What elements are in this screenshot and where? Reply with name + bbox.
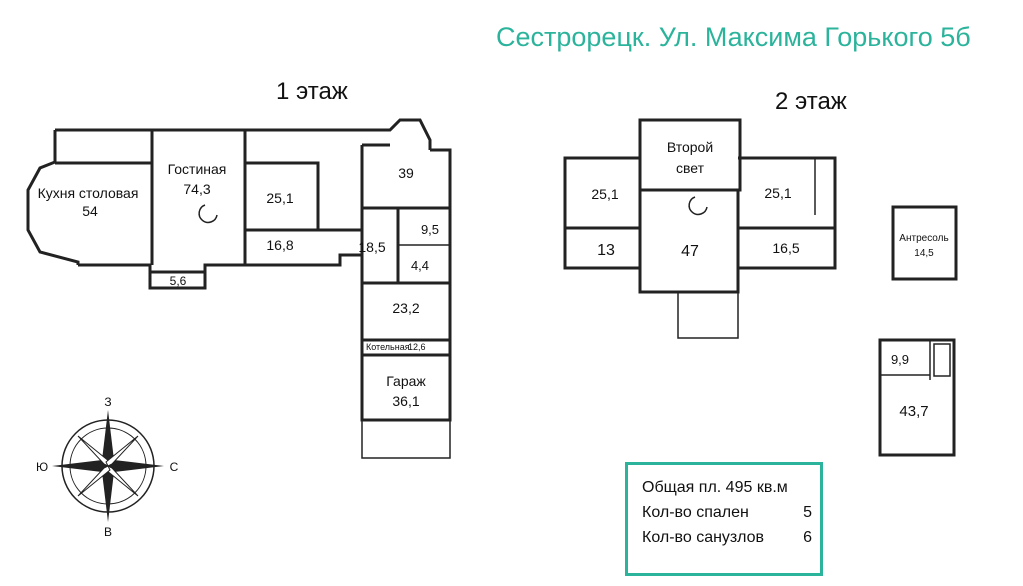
room-f2-47: 47 [681,243,699,260]
compass-south: Ю [36,460,48,474]
floor2-label: 2 этаж [775,88,847,115]
mezzanine-name: Антресоль [899,233,948,244]
room-f2-25-right: 25,1 [764,185,791,201]
page-title: Сестрорецк. Ул. Максима Горького 5б [496,22,971,52]
room-second-light-area: свет [676,160,705,176]
room-f2-25-left: 25,1 [591,186,618,202]
summary-bedrooms-label: Кол-во спален [642,504,749,521]
compass-east: В [104,525,112,539]
room-18-5-area: 18,5 [358,239,385,255]
room-boiler-area: 12,6 [408,342,426,352]
summary-total-row: Общая пл. 495 кв.м [642,479,812,504]
room-23-2-area: 23,2 [392,300,419,316]
annex-walls [878,338,956,457]
room-4-4-area: 4,4 [411,258,429,273]
summary-bedrooms-row: Кол-во спален 5 [642,504,812,529]
summary-total: Общая пл. 495 кв.м [642,479,788,496]
room-kitchen-area: 54 [82,203,98,219]
room-living-name: Гостиная [168,161,227,177]
room-second-light-name: Второй [667,139,713,155]
room-f2-16-5: 16,5 [772,240,799,256]
room-f2-13: 13 [597,242,615,259]
room-25-area: 25,1 [266,190,293,206]
annex-43-7: 43,7 [899,403,928,420]
compass-north: С [170,460,179,474]
room-garage-name: Гараж [386,373,426,389]
room-garage-area: 36,1 [392,393,419,409]
mezzanine-area: 14,5 [914,248,934,259]
floor2-walls [563,118,837,339]
room-39-area: 39 [398,165,414,181]
room-kitchen-name: Кухня столовая [38,185,139,201]
room-living-area: 74,3 [183,181,210,197]
summary-bedrooms-value: 5 [803,504,812,521]
room-9-5-area: 9,5 [421,222,439,237]
compass-west: З [104,395,111,409]
summary-bathrooms-row: Кол-во санузлов 6 [642,529,812,554]
floor1-label: 1 этаж [276,78,348,105]
summary-bathrooms-label: Кол-во санузлов [642,529,764,546]
room-16-8-area: 16,8 [266,237,293,253]
room-boiler-name: Котельная [366,342,410,352]
summary-box: Общая пл. 495 кв.м Кол-во спален 5 Кол-в… [625,462,823,576]
summary-bathrooms-value: 6 [803,529,812,546]
annex-9-9: 9,9 [891,352,909,367]
compass-rose [52,410,164,522]
mezzanine-room [891,205,958,281]
floor1-walls [26,118,708,459]
room-5-6-area: 5,6 [170,274,187,288]
